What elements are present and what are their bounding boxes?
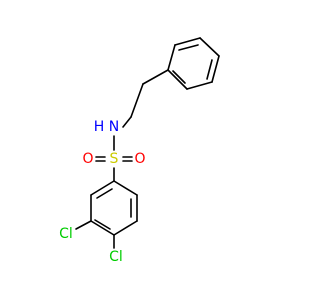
bond-ring-inner-2: [94, 219, 111, 230]
nitrogen-label: N: [109, 119, 119, 135]
oxygen-left-label: O: [82, 151, 93, 167]
bond-c3-cl: [75, 220, 92, 230]
bond-ring-6: [90, 180, 115, 196]
bond-phenyl-ch2: [142, 69, 169, 85]
bond-ch2-ch2: [130, 83, 144, 118]
bond-phenyl-3: [211, 55, 220, 83]
chlorine-3-label: Cl: [59, 226, 73, 242]
bond-phenyl-inner-3: [172, 70, 186, 84]
chlorine-4-label: Cl: [109, 249, 123, 265]
bond-phenyl-5: [167, 69, 188, 90]
bond-phenyl-inner-1: [178, 44, 199, 51]
bond-phenyl-4: [186, 81, 213, 90]
bond-ch2-n: [122, 116, 132, 128]
structure-canvas: H N S O O Cl Cl: [59, 37, 220, 265]
bond-phenyl-1: [174, 37, 201, 46]
dichlorophenyl-ring: [90, 180, 138, 236]
bond-ring-inner-3: [96, 188, 113, 199]
bond-phenyl-6: [167, 44, 176, 71]
sulfur-label: S: [110, 151, 119, 167]
bond-phenyl-inner-2: [206, 59, 213, 80]
hydrogen-label: H: [94, 119, 105, 135]
phenyl-ring: [167, 37, 220, 90]
oxygen-right-label: O: [134, 151, 145, 167]
molecule-structure: H N S O O Cl Cl: [59, 37, 220, 265]
bond-phenyl-2: [199, 37, 220, 57]
bond-ring-1: [113, 180, 138, 196]
bond-ring-4: [90, 220, 115, 236]
bond-ring-3: [113, 220, 138, 236]
